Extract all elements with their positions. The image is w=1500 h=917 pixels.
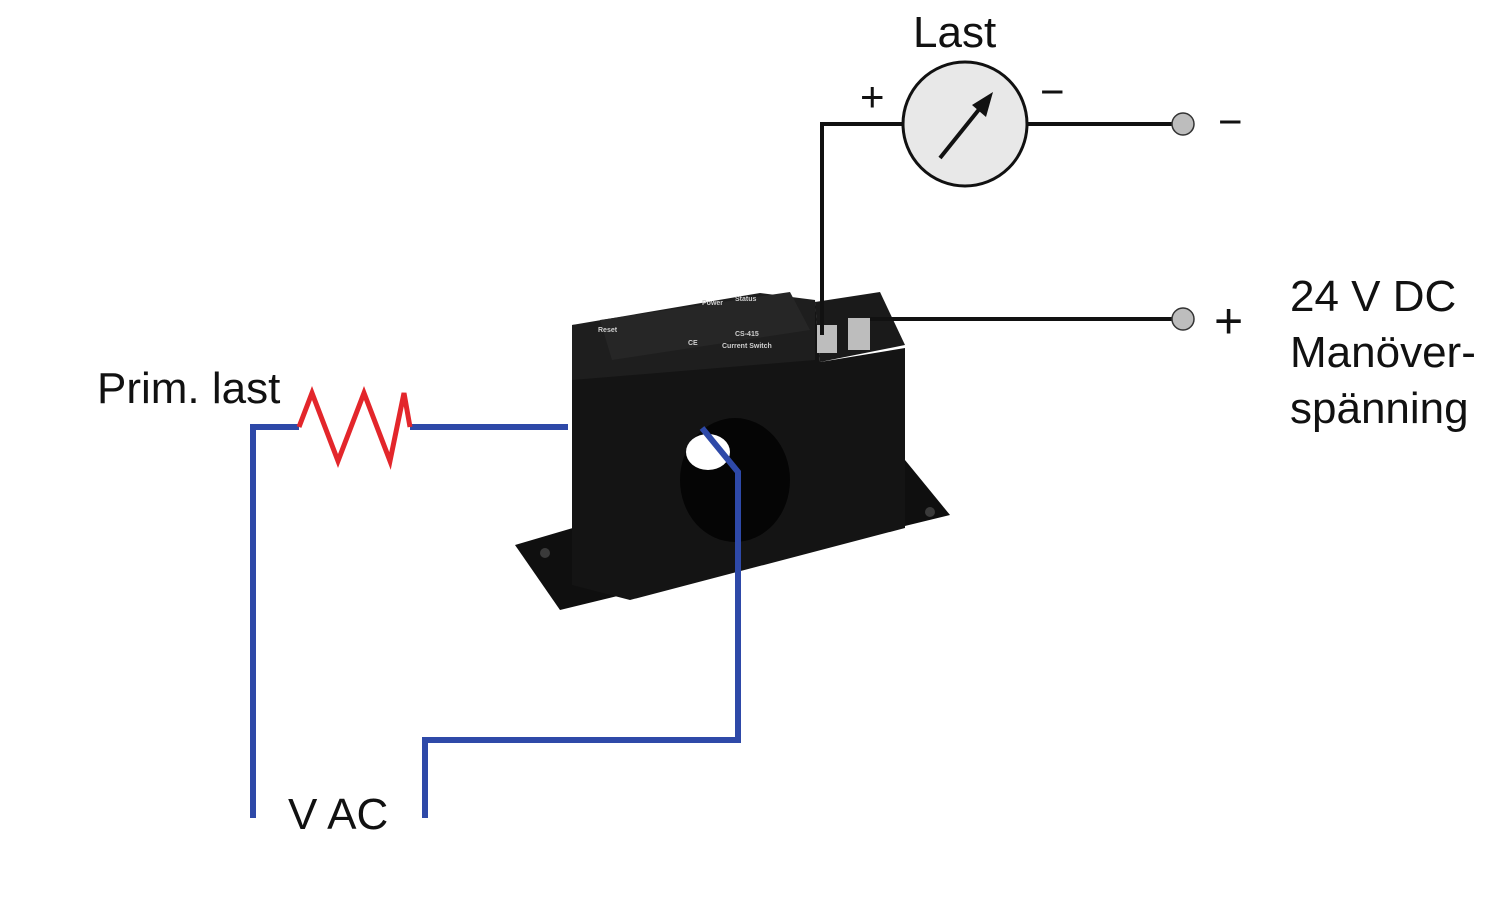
dc-voltage-label: 24 V DC (1290, 272, 1457, 321)
ac-wire-through-aperture (422, 426, 741, 818)
device-name: Current Switch (722, 343, 772, 350)
mounting-hole-left (540, 548, 550, 558)
dc-wiring (820, 122, 1172, 335)
primary-load-resistor (296, 385, 413, 470)
terminal-minus-sign: − (1218, 98, 1243, 145)
load-meter-needle-tip (972, 92, 993, 117)
terminal-minus-dot (1171, 112, 1195, 136)
terminal-plus-sign: + (1214, 293, 1244, 349)
dc-control-label-line2: spänning (1290, 384, 1469, 433)
device-label-status: Status (735, 296, 757, 303)
dc-control-label-line1: Manöver- (1290, 328, 1476, 377)
terminal-plus-dot (1171, 307, 1195, 331)
primary-load-label: Prim. last (97, 364, 281, 413)
terminal-screw-right (848, 318, 870, 350)
mounting-hole-right (925, 507, 935, 517)
ac-wiring (250, 424, 741, 818)
device-model: CS-415 (735, 331, 759, 338)
aperture-highlight (686, 434, 730, 470)
dc-wire-meter-to-terminal (820, 122, 903, 335)
device-label-plate (600, 292, 810, 360)
current-switch-device: Reset Power Status CE CS-415 Current Swi… (515, 292, 950, 610)
device-label-ce: CE (688, 340, 698, 347)
load-meter (901, 60, 1029, 188)
load-minus-sign: − (1040, 68, 1065, 115)
device-label-reset: Reset (598, 327, 618, 334)
vac-label: V AC (288, 790, 389, 839)
ac-wire-left (250, 424, 299, 818)
load-title: Last (913, 8, 997, 57)
load-plus-sign: + (860, 73, 885, 120)
device-label-power: Power (702, 300, 723, 307)
load-meter-needle (938, 100, 987, 160)
